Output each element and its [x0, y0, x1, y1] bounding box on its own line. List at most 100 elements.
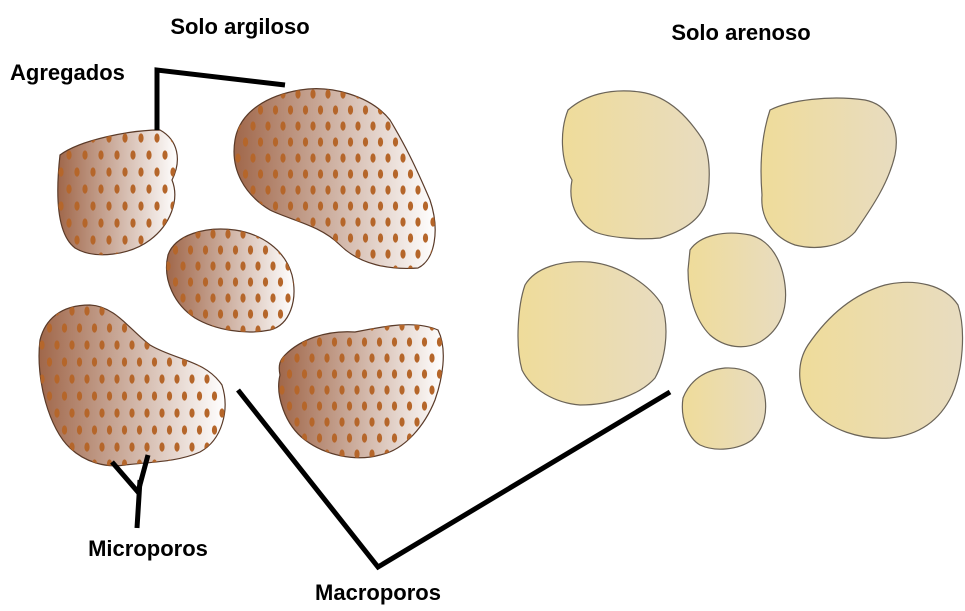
- micropore-dot: [309, 417, 314, 426]
- micropore-dot: [248, 309, 253, 318]
- micropore-dot: [255, 325, 260, 334]
- micropore-dot: [355, 217, 360, 226]
- micropore-dot: [385, 153, 390, 162]
- micropore-dot: [225, 261, 230, 270]
- micropore-dot: [144, 374, 149, 383]
- micropore-dot: [362, 337, 367, 346]
- micropore-dot: [58, 201, 63, 210]
- micropore-dot: [348, 137, 353, 146]
- micropore-dot: [317, 433, 322, 442]
- micropore-dot: [98, 184, 103, 193]
- micropore-dot: [173, 277, 178, 286]
- micropore-dot: [90, 235, 95, 244]
- clay-soil-label: Solo argiloso: [170, 14, 309, 39]
- micropore-dot: [204, 340, 209, 349]
- micropore-dot: [152, 459, 157, 468]
- micropore-dot: [225, 229, 230, 238]
- micropore-dot: [77, 391, 82, 400]
- micropore-dot: [138, 167, 143, 176]
- micropore-dot: [58, 133, 63, 142]
- micropore-dot: [130, 150, 135, 159]
- micropore-dot: [295, 89, 300, 98]
- micropore-dot: [354, 321, 359, 330]
- micropore-dot: [210, 261, 215, 270]
- micropore-dot: [174, 340, 179, 349]
- micropore-dot: [318, 105, 323, 114]
- micropore-dot: [212, 357, 217, 366]
- micropore-dot: [348, 265, 353, 274]
- micropore-dot: [243, 169, 248, 178]
- micropore-dot: [270, 229, 275, 238]
- micropore-dot: [240, 325, 245, 334]
- micropore-dot: [280, 185, 285, 194]
- micropore-dot: [107, 391, 112, 400]
- micropore-dot: [74, 133, 79, 142]
- micropore-dot: [144, 408, 149, 417]
- micropore-dot: [339, 353, 344, 362]
- micropore-dot: [62, 357, 67, 366]
- micropore-dot: [99, 408, 104, 417]
- micropore-dot: [54, 408, 59, 417]
- micropore-dot: [265, 185, 270, 194]
- micropore-dot: [339, 417, 344, 426]
- micropore-dot: [250, 89, 255, 98]
- micropore-dot: [303, 137, 308, 146]
- micropore-dot: [422, 369, 427, 378]
- micropore-dot: [197, 323, 202, 332]
- micropore-dot: [39, 340, 44, 349]
- micropore-dot: [39, 306, 44, 315]
- micropore-dot: [212, 391, 217, 400]
- micropore-dot: [250, 185, 255, 194]
- micropore-dot: [243, 201, 248, 210]
- micropore-dot: [429, 449, 434, 458]
- micropore-dot: [408, 137, 413, 146]
- micropore-dot: [218, 309, 223, 318]
- micropore-dot: [430, 89, 435, 98]
- micropore-dot: [180, 293, 185, 302]
- micropore-dot: [174, 306, 179, 315]
- micropore-dot: [165, 325, 170, 334]
- micropore-dot: [302, 369, 307, 378]
- micropore-dot: [62, 391, 67, 400]
- micropore-dot: [66, 150, 71, 159]
- micropore-dot: [400, 121, 405, 130]
- micropore-dot: [58, 167, 63, 176]
- micropore-dot: [324, 449, 329, 458]
- micropore-dot: [188, 277, 193, 286]
- micropore-dot: [309, 321, 314, 330]
- micropore-dot: [39, 408, 44, 417]
- micropore-dot: [74, 201, 79, 210]
- micropore-dot: [400, 185, 405, 194]
- micropore-dot: [294, 385, 299, 394]
- micropore-dot: [248, 245, 253, 254]
- micropore-dot: [294, 449, 299, 458]
- micropore-dot: [318, 265, 323, 274]
- micropore-dot: [137, 323, 142, 332]
- micropore-dot: [225, 293, 230, 302]
- micropore-dot: [325, 249, 330, 258]
- micropore-dot: [399, 353, 404, 362]
- micropore-dot: [258, 201, 263, 210]
- micropore-dot: [62, 323, 67, 332]
- micropore-dot: [263, 277, 268, 286]
- micropore-dot: [69, 340, 74, 349]
- micropore-dot: [195, 293, 200, 302]
- micropore-dot: [324, 353, 329, 362]
- micropore-dot: [130, 184, 135, 193]
- micropore-dot: [355, 153, 360, 162]
- micropore-dot: [363, 265, 368, 274]
- micropore-dot: [310, 185, 315, 194]
- micropore-dot: [354, 449, 359, 458]
- micropore-dot: [47, 323, 52, 332]
- micropore-dot: [309, 353, 314, 362]
- micropore-dot: [195, 261, 200, 270]
- micropore-dot: [363, 201, 368, 210]
- micropore-dot: [348, 201, 353, 210]
- micropore-dot: [310, 217, 315, 226]
- micropore-dot: [378, 201, 383, 210]
- micropore-dot: [146, 252, 151, 261]
- micropore-dot: [399, 417, 404, 426]
- micropore-dot: [347, 369, 352, 378]
- micropore-dot: [129, 442, 134, 451]
- micropore-dot: [178, 184, 183, 193]
